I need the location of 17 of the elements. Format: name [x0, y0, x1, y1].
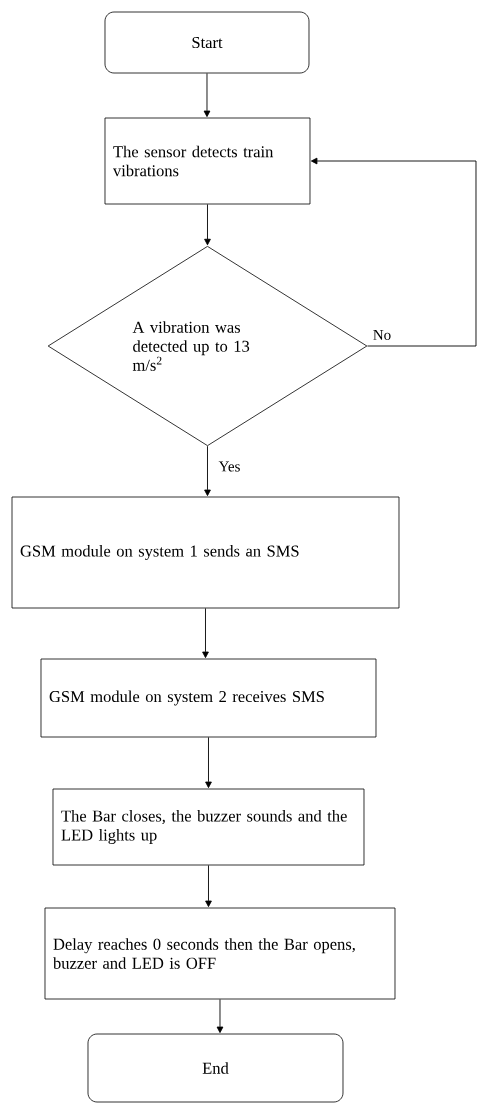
terminal-box: End [87, 1033, 344, 1103]
terminal-box: Start [104, 11, 310, 74]
arrow [202, 607, 209, 659]
process-box: GSM module on system 2 receives SMS [40, 658, 377, 738]
arrow [204, 445, 211, 497]
process-box: The sensor detects train vibrations [104, 117, 311, 205]
arrow [203, 72, 211, 118]
arrow [205, 736, 212, 789]
arrow [204, 203, 211, 246]
process-box: GSM module on system 1 sends an SMS [11, 496, 400, 609]
arrow [216, 998, 224, 1034]
edge-label: No [371, 329, 393, 341]
process-box: The Bar closes, the buzzer sounds and the LED lights up [52, 788, 365, 866]
process-box: Delay reaches 0 seconds then the Bar opens, buzzer and LED is OFF [44, 907, 396, 1000]
arrow [205, 864, 212, 908]
edge-label: Yes [217, 460, 242, 473]
arrow [310, 157, 477, 347]
